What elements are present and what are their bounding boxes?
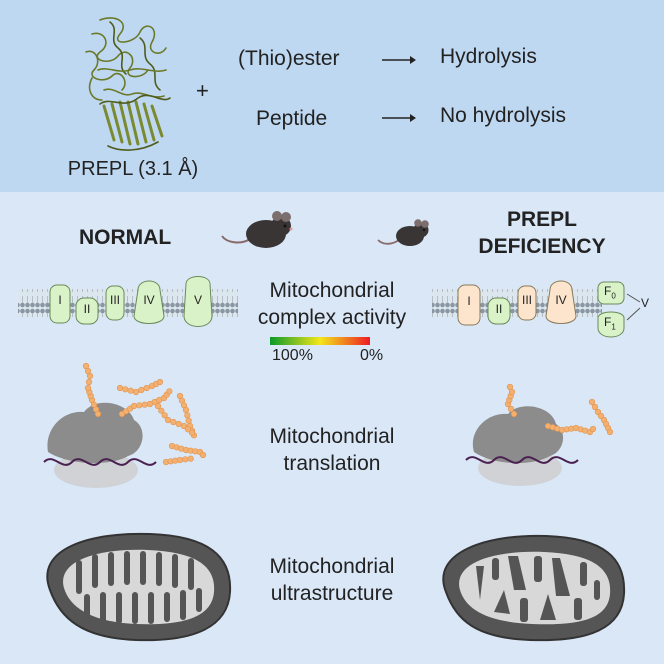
deficiency-heading-line2: DEFICIENCY (478, 235, 606, 258)
def-f0-label: F0 (604, 284, 616, 301)
def-complex-i-shape (457, 284, 481, 326)
deficient-ribosome-icon (465, 406, 579, 486)
result-hydrolysis: Hydrolysis (440, 45, 537, 68)
complex-ii-label: II (83, 302, 91, 316)
def-complex-iii-shape (517, 285, 537, 321)
def-f1-label: F1 (604, 315, 616, 332)
scale-min-label: 0% (360, 347, 384, 364)
def-f1-shape (597, 311, 625, 338)
complex-iii-label: III (109, 293, 120, 307)
normal-heading: NORMAL (79, 226, 172, 249)
complex-activity-label-line1: Mitochondrial (269, 279, 395, 302)
enzyme-label: PREPL (3.1 Å) (67, 158, 199, 180)
normal-mitochondrion-icon (46, 532, 232, 642)
def-v-label: V (641, 296, 650, 310)
complex-i-shape (49, 284, 71, 324)
deficient-mouse-icon (377, 219, 429, 246)
substrate-thioester: (Thio)ester (238, 47, 340, 70)
normal-peptide-chains (82, 362, 207, 466)
def-complex-iii-label: III (521, 293, 532, 307)
prepl-structure-icon (85, 17, 171, 151)
normal-mouse-icon (221, 211, 293, 248)
def-complex-iv-label: IV (555, 293, 567, 307)
translation-label-line2: translation (283, 452, 381, 475)
complex-iii-shape (105, 285, 125, 321)
def-complex-i-label: I (467, 294, 471, 308)
scale-max-label: 100% (272, 347, 313, 364)
deficient-peptide-chains (504, 383, 614, 436)
def-complex-iv-shape (545, 280, 577, 324)
deficient-mitochondrion-icon (442, 534, 626, 642)
plus-sign: + (196, 78, 209, 103)
complex-iv-label: IV (143, 293, 155, 307)
complex-i-label: I (58, 293, 62, 307)
reaction-arrow-1 (382, 56, 416, 64)
complex-iv-shape (133, 280, 165, 324)
complex-v-shape (183, 276, 213, 327)
normal-complexes (49, 276, 213, 327)
complex-activity-label-line2: complex activity (257, 306, 407, 329)
ultrastructure-label-line1: Mitochondrial (269, 555, 395, 578)
translation-label-line1: Mitochondrial (269, 425, 395, 448)
def-f0-shape (597, 281, 625, 305)
deficient-complexes (457, 280, 641, 338)
substrate-peptide: Peptide (256, 107, 328, 130)
complex-ii-shape (75, 297, 99, 325)
def-complex-ii-shape (487, 297, 511, 325)
def-complex-ii-label: II (495, 302, 503, 316)
reaction-panel (0, 0, 664, 192)
deficiency-heading-line1: PREPL (506, 208, 577, 231)
reaction-arrow-2 (382, 114, 416, 122)
activity-scale-bar (270, 337, 370, 345)
complex-v-label: V (193, 293, 202, 307)
normal-ribosome-icon (43, 402, 157, 488)
result-no-hydrolysis: No hydrolysis (440, 104, 567, 127)
ultrastructure-label-line2: ultrastructure (270, 582, 394, 605)
